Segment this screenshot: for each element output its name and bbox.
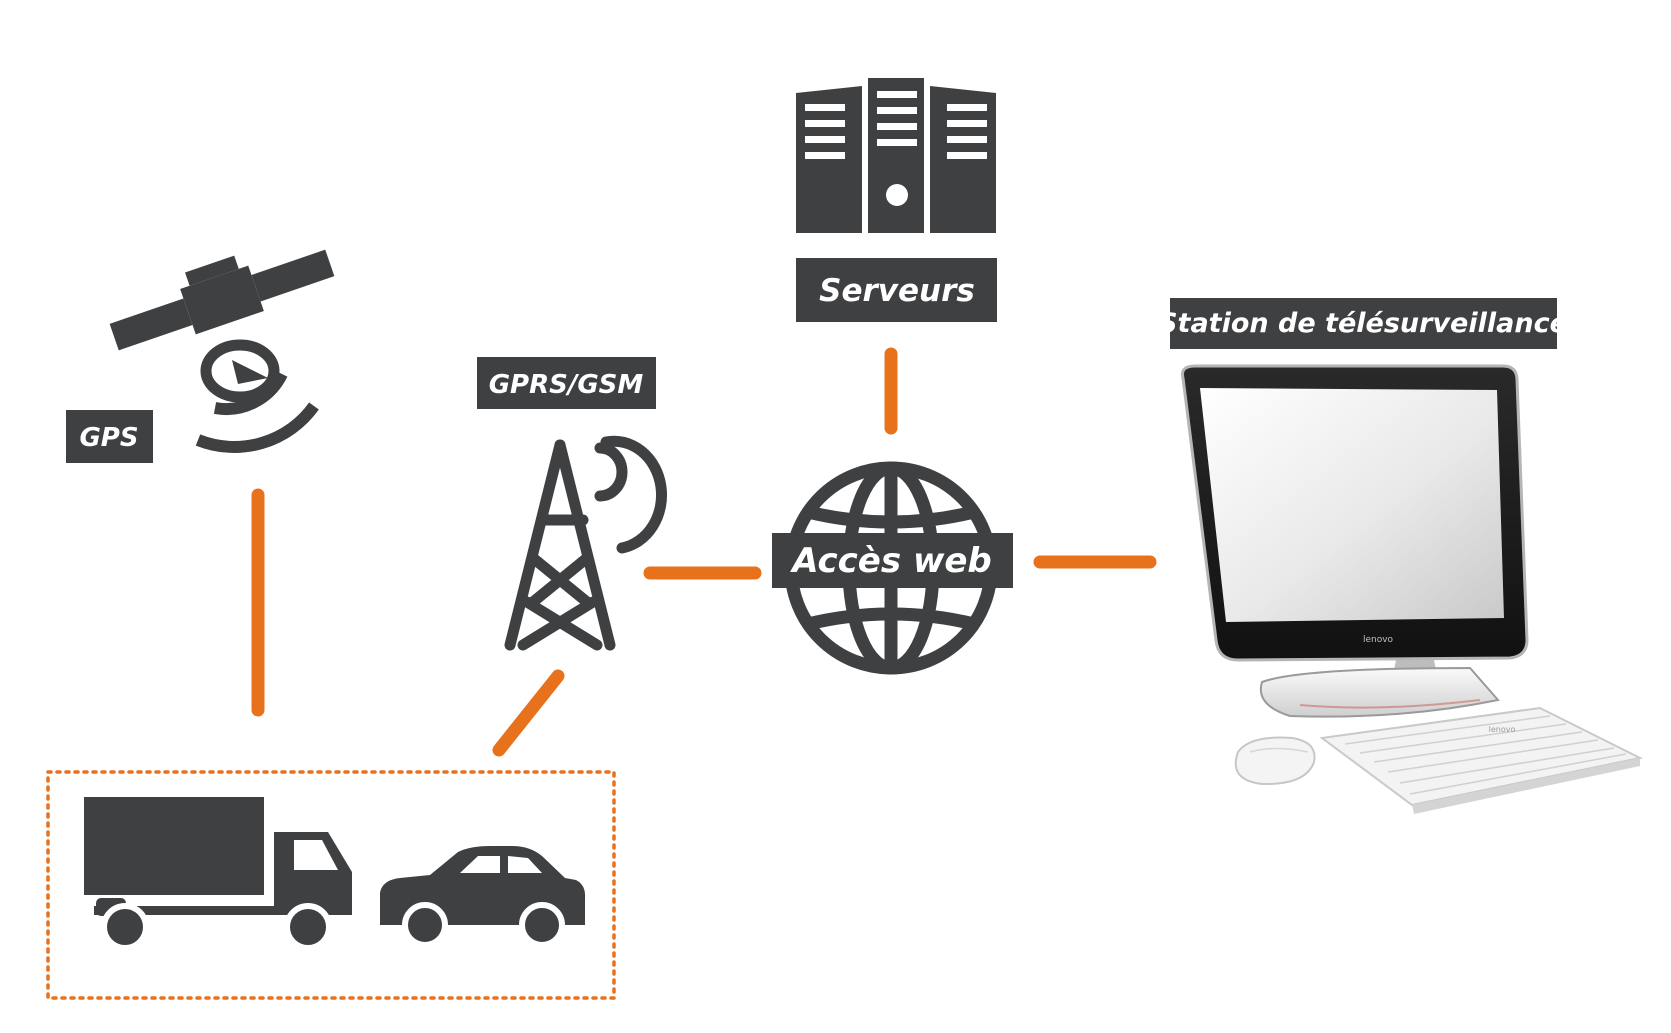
- monitor-brand-text: lenovo: [1363, 635, 1394, 645]
- gprs-gsm-label: GPRS/GSM: [477, 357, 656, 409]
- keyboard-icon: lenovo: [1319, 706, 1644, 814]
- mouse-icon: [1234, 736, 1316, 786]
- server-rack-icon: [796, 78, 996, 233]
- web-access-label-text: Accès web: [789, 541, 992, 581]
- connector-vehicles-tower: [492, 669, 565, 757]
- web-access-label: Accès web: [772, 533, 1013, 588]
- servers-label-text: Serveurs: [819, 273, 975, 309]
- gprs-gsm-label-text: GPRS/GSM: [489, 370, 644, 400]
- antenna-tower-icon: [504, 435, 667, 651]
- keyboard-brand-text: lenovo: [1489, 725, 1516, 734]
- vehicles-group: [46, 770, 616, 1000]
- station-label-text: Station de télésurveillance: [1158, 308, 1568, 339]
- gps-label: GPS: [66, 410, 153, 463]
- servers-label: Serveurs: [796, 258, 997, 322]
- car-icon: [380, 846, 586, 948]
- all-in-one-computer-icon: lenovo: [1181, 364, 1529, 718]
- satellite-icon: [109, 249, 335, 453]
- gps-label-text: GPS: [79, 423, 138, 453]
- truck-icon: [84, 797, 352, 951]
- station-label: Station de télésurveillance: [1158, 298, 1568, 349]
